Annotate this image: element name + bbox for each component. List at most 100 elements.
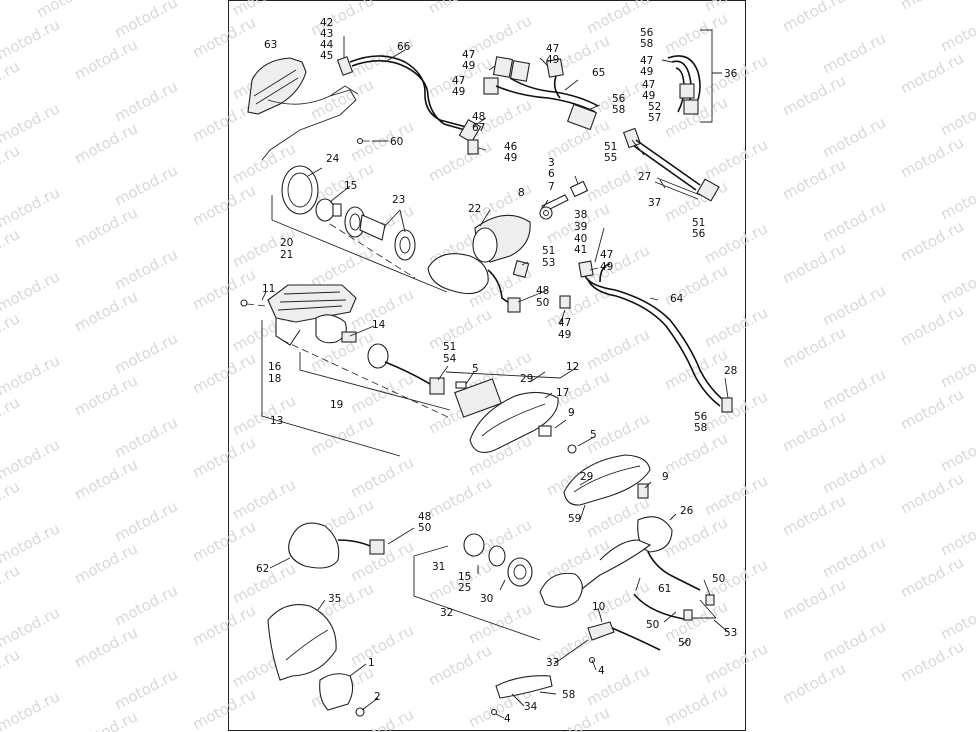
callout-c57: 57: [648, 112, 661, 124]
watermark-text: motod.ru: [0, 477, 23, 525]
callout-c51c: 51: [542, 245, 555, 257]
callout-c21: 21: [280, 249, 293, 261]
callout-c35: 35: [328, 593, 341, 605]
watermark-text: motod.ru: [189, 349, 258, 397]
callout-c63: 63: [264, 39, 277, 51]
callout-c50e: 50: [678, 637, 691, 649]
watermark-text: motod.ru: [937, 427, 976, 475]
callout-c50c: 50: [712, 573, 725, 585]
watermark-text: motod.ru: [897, 133, 966, 181]
callout-c34: 34: [524, 701, 538, 713]
callout-c47e: 47: [642, 79, 655, 91]
watermark-text: motod.ru: [111, 581, 180, 629]
watermark-text: motod.ru: [111, 329, 180, 377]
watermark-text: motod.ru: [661, 9, 730, 57]
watermark-text: motod.ru: [111, 497, 180, 545]
callout-c25: 25: [458, 582, 471, 594]
callout-c5a: 5: [472, 363, 479, 375]
watermark-text: motod.ru: [189, 181, 258, 229]
callout-c49a: 49: [462, 60, 475, 72]
diagram-frame: [228, 0, 746, 731]
watermark-text: motod.ru: [307, 411, 376, 459]
part-33-bracket: [490, 621, 661, 716]
callout-c38: 38: [574, 209, 587, 221]
watermark-text: motod.ru: [897, 49, 966, 97]
callout-c49d: 49: [640, 66, 653, 78]
watermark-text: motod.ru: [661, 681, 730, 729]
watermark-text: motod.ru: [0, 435, 63, 483]
watermark-text: motod.ru: [819, 365, 888, 413]
watermark-text: motod.ru: [701, 639, 770, 687]
watermark-text: motod.ru: [307, 0, 376, 40]
callout-c58a: 58: [612, 104, 625, 116]
callout-c48c: 48: [418, 511, 431, 523]
callout-c66: 66: [397, 41, 411, 53]
callout-c32: 32: [440, 607, 453, 619]
watermark-text: motod.ru: [937, 343, 976, 391]
callout-c47b: 47: [546, 43, 559, 55]
watermark-text: motod.ru: [779, 407, 848, 455]
watermark-text: motod.ru: [71, 539, 140, 587]
watermark-text: motod.ru: [425, 137, 494, 185]
callout-c48a: 48: [472, 111, 485, 123]
watermark-text: motod.ru: [661, 429, 730, 477]
callout-c27: 27: [638, 171, 651, 183]
watermark-text: motod.ru: [0, 351, 63, 399]
watermark-text: motod.ru: [0, 225, 23, 273]
callout-c33: 33: [546, 657, 559, 669]
watermark-text: motod.ru: [937, 259, 976, 307]
callout-labels: 6342434445664749474947496556585658474947…: [256, 17, 738, 725]
callout-c9b: 9: [662, 471, 669, 483]
callout-c58b: 58: [640, 38, 653, 50]
watermark-text: motod.ru: [189, 13, 258, 61]
callout-c64: 64: [670, 293, 684, 305]
watermark-text: motod.ru: [71, 707, 140, 732]
part-26-lamp: [539, 516, 715, 621]
watermark-text: motod.ru: [0, 687, 63, 732]
watermark-text: motod.ru: [897, 217, 966, 265]
watermark-text: motod.ru: [425, 641, 494, 689]
watermark-text: motod.ru: [819, 197, 888, 245]
part-37-harness: [622, 127, 720, 202]
callout-c47d: 47: [640, 55, 653, 67]
watermark-text: motod.ru: [189, 265, 258, 313]
part-3-bolt: [539, 180, 589, 220]
watermark-text: motod.ru: [189, 685, 258, 732]
part-12-light-bar: [454, 378, 559, 453]
callout-c52: 52: [648, 101, 661, 113]
watermark-text: motod.ru: [779, 155, 848, 203]
callout-c62: 62: [256, 563, 269, 575]
watermark-text: motod.ru: [897, 637, 966, 685]
callout-c56a: 56: [612, 93, 626, 105]
callout-c53a: 53: [542, 257, 555, 269]
watermark-text: motod.ru: [819, 281, 888, 329]
callout-c24: 24: [326, 153, 340, 165]
watermark-text: motod.ru: [465, 599, 534, 647]
watermark-text: motod.ru: [0, 519, 63, 567]
callout-c49b: 49: [546, 54, 559, 66]
callout-c39: 39: [574, 221, 587, 233]
watermark-text: motod.ru: [229, 0, 298, 20]
part-63-light-bar: [247, 57, 359, 161]
watermark-text: motod.ru: [0, 141, 23, 189]
watermark-text: motod.ru: [819, 113, 888, 161]
callout-c4a: 4: [598, 665, 605, 677]
callout-c28: 28: [724, 365, 737, 377]
watermark-text: motod.ru: [189, 517, 258, 565]
callout-c5b: 5: [590, 429, 597, 441]
watermark-text: motod.ru: [937, 7, 976, 55]
watermark-text: motod.ru: [937, 595, 976, 643]
part-36-harness: [667, 29, 722, 123]
part-14-socket: [341, 331, 445, 395]
watermark-text: motod.ru: [347, 369, 416, 417]
watermark-text: motod.ru: [189, 97, 258, 145]
callout-c46: 46: [504, 141, 518, 153]
watermark-text: motod.ru: [701, 303, 770, 351]
watermark-text: motod.ru: [779, 239, 848, 287]
callout-c43: 43: [320, 28, 333, 40]
watermark-text: motod.ru: [71, 119, 140, 167]
watermark-text: motod.ru: [425, 473, 494, 521]
callout-c50d: 50: [646, 619, 659, 631]
callout-c49f: 49: [504, 152, 517, 164]
callout-c19: 19: [330, 399, 343, 411]
